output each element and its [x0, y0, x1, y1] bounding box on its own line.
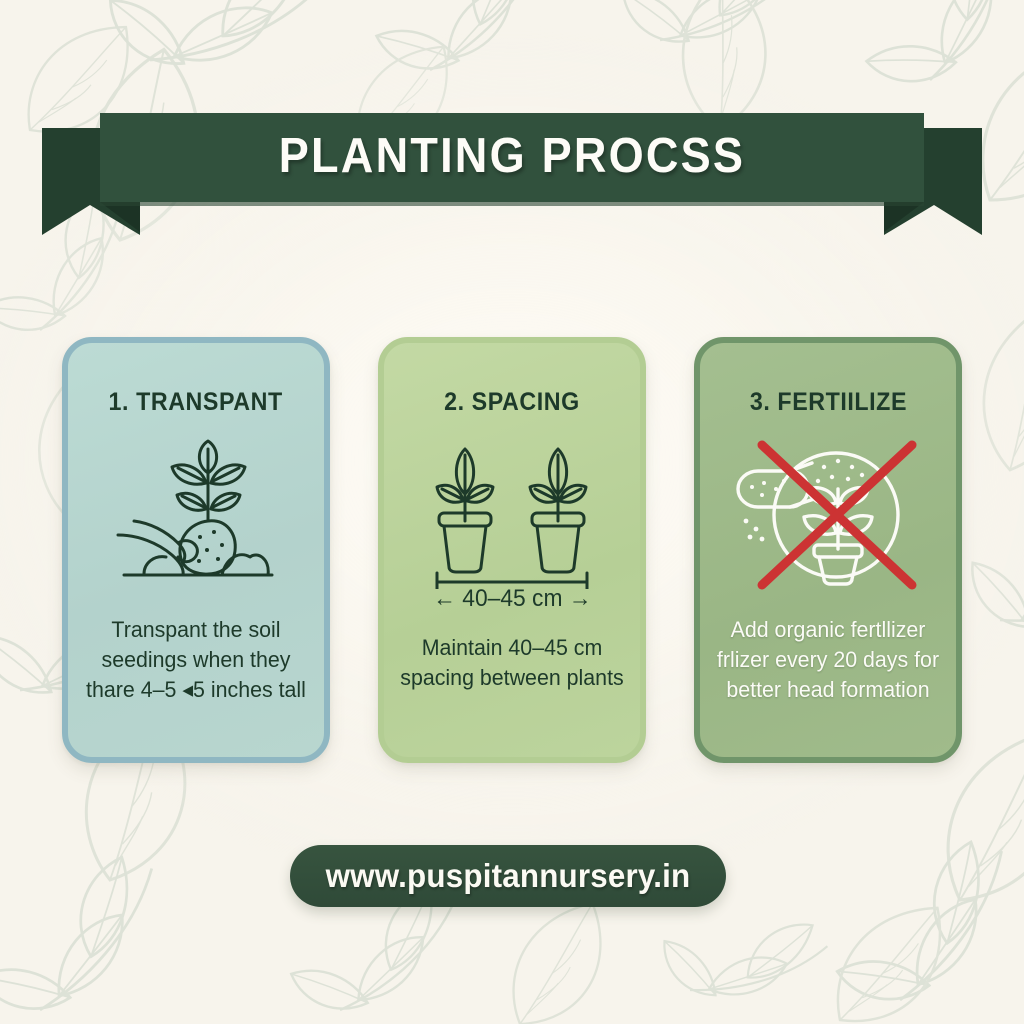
step-1-caption: Transpant the soil seedings when they th…: [86, 617, 306, 702]
two-potted-plants-spacing-icon: [415, 439, 610, 589]
fertilizing-plant-crossed-out-icon: [728, 439, 928, 589]
step-2-caption: Maintain 40–45 cm spacing between plants: [400, 635, 624, 690]
step-1-title: 1. TRANSPANT: [108, 388, 284, 416]
spacing-dimension-label: ← 40–45 cm →: [432, 585, 592, 612]
step-2-title: 2. SPACING: [444, 388, 580, 416]
step-card-spacing[interactable]: 2. SPACING: [378, 337, 646, 763]
steps-container: 1. TRANSPANT: [62, 337, 962, 763]
website-badge[interactable]: www.puspitannursery.in: [290, 845, 726, 907]
step-3-title: 3. FERTIILIZE: [749, 388, 907, 416]
banner: PLANTING PROCSS: [42, 110, 982, 240]
hand-planting-seedling-icon: [104, 439, 289, 589]
website-url-text: www.puspitannursery.in: [325, 857, 691, 894]
step-card-fertilize[interactable]: 3. FERTIILIZE: [694, 337, 962, 763]
banner-title: PLANTING PROCSS: [278, 129, 746, 183]
step-3-caption: Add organic fertllizer frlizer every 20 …: [716, 617, 940, 702]
step-card-transplant[interactable]: 1. TRANSPANT: [62, 337, 330, 763]
